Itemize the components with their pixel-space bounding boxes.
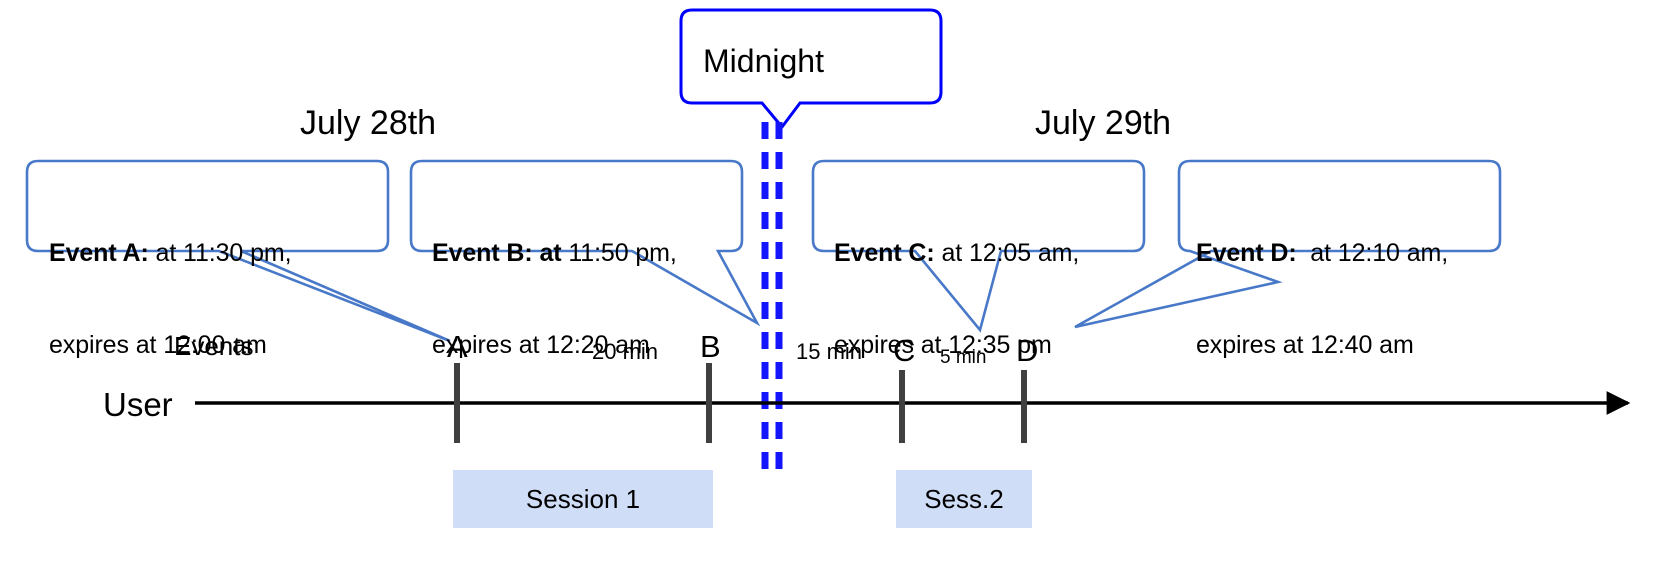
event-c-rest: at 12:05 am, — [934, 239, 1080, 267]
event-b-line2: expires at 12:20 am — [432, 330, 650, 359]
event-a-line2: expires at 12:00 am — [49, 330, 267, 359]
date-label-july-28: July 28th — [300, 104, 437, 142]
event-b-rest: 11:50 pm, — [561, 239, 677, 267]
row-label-user: User — [103, 386, 173, 423]
event-c-callout-text: Event C: at 12:05 am, expires at 12:35 p… — [834, 177, 1079, 421]
event-d-line1: Event D: at 12:10 am, — [1196, 238, 1448, 269]
session-box-2: Sess.2 — [896, 470, 1032, 528]
point-label-b: B — [700, 329, 721, 364]
event-d-rest: at 12:10 am, — [1296, 239, 1449, 267]
event-c-bold: Event C: — [834, 239, 935, 267]
event-c-line2: expires at 12:35 pm — [834, 330, 1052, 359]
point-label-d: D — [1016, 333, 1039, 368]
event-a-line1: Event A: at 11:30 pm, — [49, 238, 292, 269]
gap-label-a-b: 20 min — [592, 339, 659, 364]
row-label-events: Events — [174, 331, 254, 361]
event-a-callout-text: Event A: at 11:30 pm, expires at 12:00 a… — [49, 177, 292, 421]
gap-label-b-c: 15 min — [796, 339, 863, 364]
event-d-callout-text: Event D: at 12:10 am, expires at 12:40 a… — [1196, 177, 1448, 421]
session-1-label: Session 1 — [525, 483, 641, 514]
gap-label-c-d: 5 min — [940, 347, 987, 368]
point-label-a: A — [447, 329, 468, 364]
event-d-bold: Event D: — [1196, 239, 1297, 267]
date-label-july-29: July 29th — [1035, 104, 1172, 142]
midnight-label: Midnight — [703, 43, 824, 79]
event-b-bold: Event B: at — [432, 239, 562, 267]
event-d-line2: expires at 12:40 am — [1196, 330, 1414, 359]
event-c-line1: Event C: at 12:05 am, — [834, 238, 1079, 269]
point-label-c: C — [893, 333, 916, 368]
event-a-rest: at 11:30 pm, — [148, 239, 292, 267]
session-box-1: Session 1 — [453, 470, 713, 528]
event-b-line1: Event B: at 11:50 pm, — [432, 238, 677, 269]
event-b-callout-text: Event B: at 11:50 pm, expires at 12:20 a… — [432, 177, 677, 421]
event-a-bold: Event A: — [49, 239, 149, 267]
session-2-label: Sess.2 — [924, 483, 1004, 514]
